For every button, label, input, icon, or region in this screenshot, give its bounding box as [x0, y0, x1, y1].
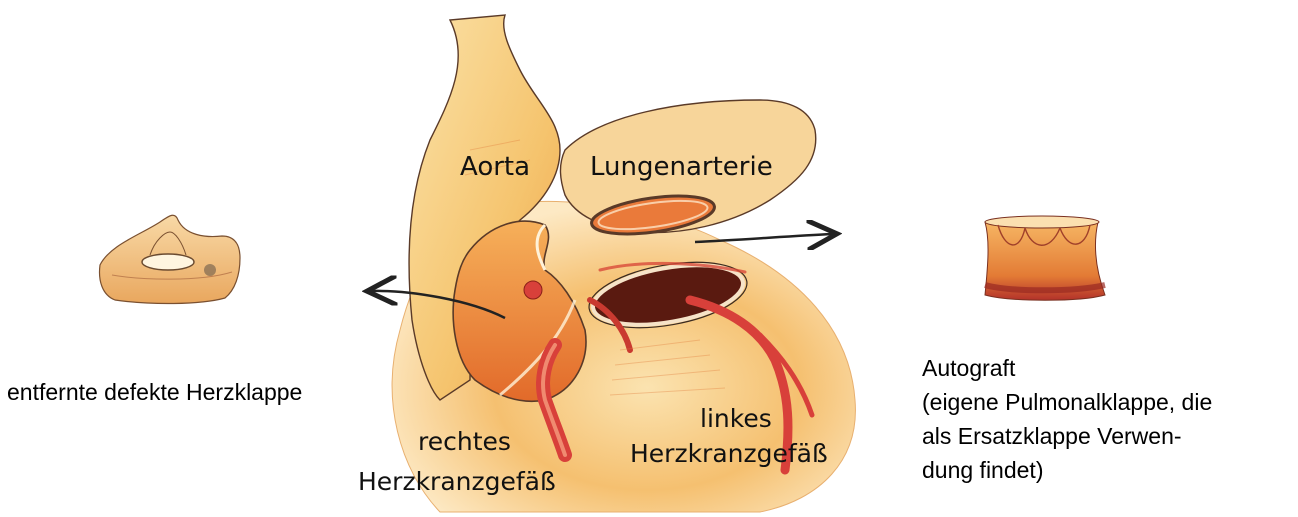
label-autograft-title: Autograft: [922, 355, 1016, 381]
removed-valve-illustration: [100, 215, 240, 303]
label-autograft-desc-line1: (eigene Pulmonalklappe, die: [922, 389, 1212, 415]
label-right-coronary-line1: rechtes: [418, 427, 511, 456]
label-aorta: Aorta: [460, 152, 530, 182]
label-removed-valve: entfernte defekte Herzklappe: [7, 379, 302, 405]
label-right-coronary-line2: Herzkranzgefäß: [358, 467, 556, 496]
label-left-coronary-line2: Herzkranzgefäß: [630, 439, 828, 468]
label-autograft-desc-line2: als Ersatzklappe Verwen-: [922, 423, 1182, 449]
label-left-coronary-line1: linkes: [700, 404, 772, 433]
autograft-illustration: [985, 216, 1105, 300]
label-pulmonary-artery: Lungenarterie: [590, 152, 773, 182]
right-coronary-ostium: [524, 281, 542, 299]
label-autograft-desc-line3: dung findet): [922, 457, 1043, 483]
